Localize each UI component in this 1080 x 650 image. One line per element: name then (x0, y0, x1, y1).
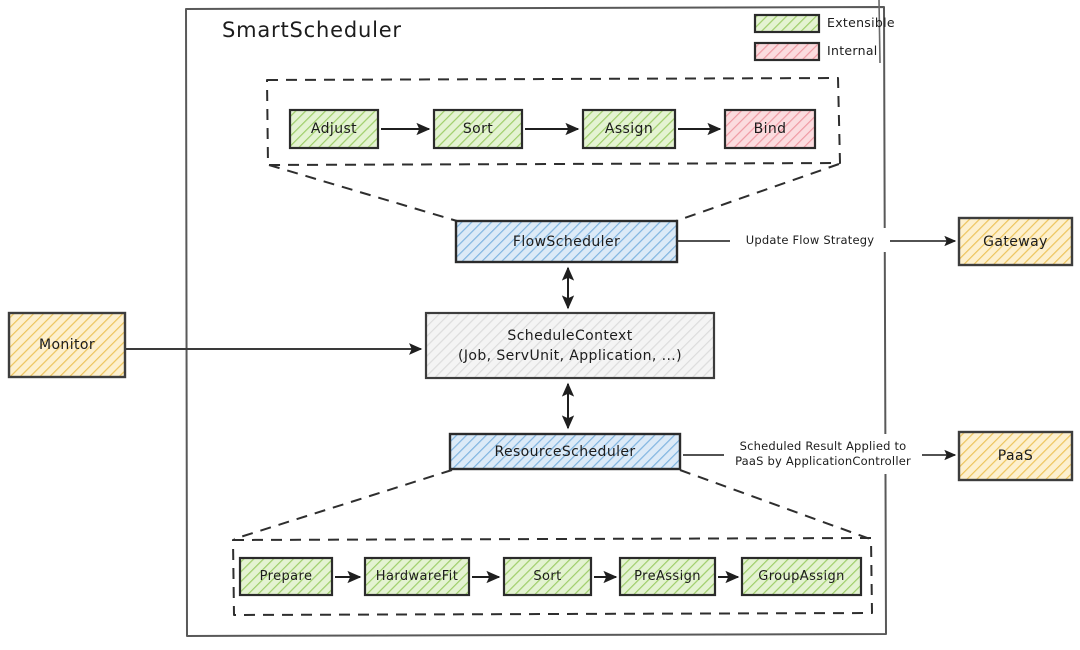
legend-box (753, 0, 881, 64)
step-box-assign (581, 108, 677, 150)
legend-item-extensible: Extensible (827, 15, 895, 30)
legend-swatch-internal (753, 41, 821, 62)
legend-swatch-extensible (753, 13, 821, 34)
flow-pipeline-steps (288, 108, 817, 150)
external-node-monitor (7, 311, 127, 379)
legend-label-internal: Internal (827, 43, 878, 58)
legend-item-internal: Internal (827, 43, 878, 58)
step-box-preassign (618, 556, 717, 597)
smartscheduler-container (185, 6, 887, 637)
step-box-hardwarefit (363, 556, 471, 597)
step-box-prepare (238, 556, 334, 597)
step-box-sort (432, 108, 524, 150)
step-box-bind (723, 108, 817, 150)
step-box-adjust (288, 108, 380, 150)
resource-pipeline-group (232, 469, 873, 616)
external-node-paas (957, 430, 1074, 482)
step-box-sort (502, 556, 593, 597)
legend-label-extensible: Extensible (827, 15, 895, 30)
flow-scheduler-node (454, 219, 679, 264)
external-node-gateway (957, 216, 1074, 267)
schedule-context-node (424, 311, 716, 380)
step-box-groupassign (740, 556, 863, 597)
resource-pipeline-steps (238, 556, 863, 597)
flow-pipeline-group (266, 77, 841, 222)
resource-scheduler-node (448, 432, 682, 471)
